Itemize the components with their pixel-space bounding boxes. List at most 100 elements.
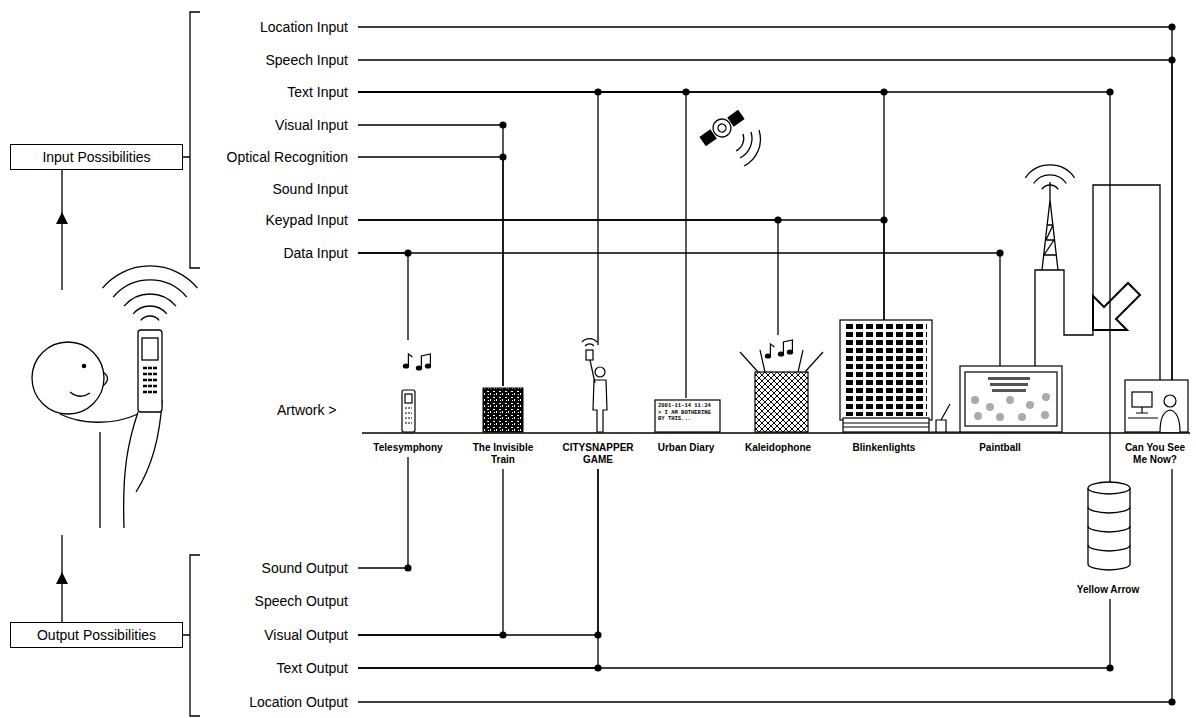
- connector-line: [358, 253, 408, 340]
- connector-line: [358, 469, 503, 635]
- junction-dot: [1168, 56, 1175, 63]
- artwork-name: Kaleidophone: [736, 442, 820, 454]
- connector-line: [358, 457, 408, 568]
- connector-line: [358, 92, 884, 320]
- artwork-name: Telesymphony: [366, 442, 450, 454]
- input-label: Optical Recognition: [227, 148, 358, 166]
- junction-dot: [594, 631, 601, 638]
- paintball-screen: [930, 366, 1062, 432]
- artwork-node: Can You See Me Now?: [1120, 380, 1190, 469]
- artwork-name: CITYSNAPPER GAME: [556, 442, 640, 466]
- junction-dot: [404, 564, 411, 571]
- input-label: Sound Input: [272, 180, 358, 198]
- junction-dot: [1106, 88, 1113, 95]
- junction-dot: [880, 88, 887, 95]
- artwork-name: Blinkenlights: [842, 442, 926, 454]
- arrow-head: [56, 212, 68, 224]
- node-text: Location Output: [249, 693, 348, 711]
- artwork-name: Urban Diary: [644, 442, 728, 454]
- junction-dot: [594, 664, 601, 671]
- category-box: Input Possibilities: [10, 144, 183, 170]
- artwork-name: Yellow Arrow: [1068, 584, 1148, 596]
- connector-line: [358, 157, 503, 386]
- node-text: Visual Input: [275, 116, 348, 134]
- arrow-sticker: [1093, 283, 1140, 330]
- output-label: Visual Output: [264, 626, 358, 644]
- arrow-head: [56, 572, 68, 584]
- artwork-node: Paintball: [958, 366, 1042, 457]
- junction-dot: [682, 88, 689, 95]
- node-text: Output Possibilities: [37, 627, 156, 643]
- output-bracket: [183, 555, 200, 716]
- output-label: Location Output: [249, 693, 358, 711]
- node-text: Input Possibilities: [42, 149, 150, 165]
- diary-screen: [655, 400, 720, 432]
- node-text: Speech Output: [255, 592, 348, 610]
- database-icon: [1088, 482, 1130, 570]
- output-label: Speech Output: [255, 592, 358, 610]
- junction-dot: [499, 631, 506, 638]
- train-screen: [483, 388, 523, 432]
- input-label: Keypad Input: [265, 211, 358, 229]
- connector-line: [358, 469, 598, 635]
- node-text: Data Input: [283, 244, 348, 262]
- connector-line: [358, 599, 1110, 668]
- player-station: [1125, 380, 1188, 432]
- axis-label: Artwork >: [277, 401, 337, 419]
- node-text: Optical Recognition: [227, 148, 348, 166]
- flow-arrow: [61, 170, 62, 290]
- node-text: Location Input: [260, 18, 348, 36]
- connector-line: [358, 92, 598, 345]
- connector-line: [358, 253, 1000, 366]
- artwork-name: Can You See Me Now?: [1120, 442, 1190, 466]
- junction-dot: [774, 216, 781, 223]
- junction-dot: [880, 216, 887, 223]
- node-text: Sound Input: [272, 180, 348, 198]
- node-text: Visual Output: [264, 626, 348, 644]
- junction-dot: [1106, 664, 1113, 671]
- junction-dot: [1168, 23, 1175, 30]
- artwork-node: The Invisible Train: [461, 386, 545, 469]
- node-text: Text Output: [276, 659, 348, 677]
- junction-dot: [404, 249, 411, 256]
- artwork-node: CITYSNAPPER GAME: [556, 345, 640, 469]
- person-figure: [32, 266, 198, 528]
- input-label: Location Input: [260, 18, 358, 36]
- artwork-node: Yellow Arrow: [1068, 482, 1148, 599]
- node-text: Text Input: [287, 83, 348, 101]
- building-facade: [840, 320, 932, 432]
- junction-dot: [594, 88, 601, 95]
- node-text: Speech Input: [265, 51, 348, 69]
- junction-dot: [499, 153, 506, 160]
- input-bracket: [183, 12, 200, 268]
- node-text: Sound Output: [262, 559, 348, 577]
- artwork-name: Paintball: [958, 442, 1042, 454]
- connector-line: [358, 60, 1172, 380]
- kaleidophone-object: [740, 340, 823, 432]
- category-box: Output Possibilities: [10, 622, 183, 648]
- input-label: Data Input: [283, 244, 358, 262]
- connector-line: [358, 469, 1172, 702]
- input-label: Speech Input: [265, 51, 358, 69]
- connector-line: [358, 220, 778, 335]
- player-figure: [582, 339, 607, 432]
- phone-icon: [402, 354, 431, 432]
- connector-line: [358, 220, 884, 320]
- input-label: Text Input: [287, 83, 358, 101]
- artwork-node: Telesymphony: [366, 340, 450, 457]
- node-text: Keypad Input: [265, 211, 348, 229]
- screen-text: 2001-11-14 11:34 > I AM BOTHERING BY THI…: [658, 403, 714, 423]
- junction-dot: [996, 249, 1003, 256]
- connector-line: [358, 469, 598, 668]
- input-label: Visual Input: [275, 116, 358, 134]
- output-label: Text Output: [276, 659, 358, 677]
- connector-line: [358, 125, 503, 386]
- output-label: Sound Output: [262, 559, 358, 577]
- satellite-icon: [698, 107, 760, 166]
- connector-line: [358, 92, 1110, 482]
- junction-dot: [1168, 698, 1175, 705]
- connector-line: [358, 92, 686, 398]
- artwork-name: The Invisible Train: [461, 442, 545, 466]
- artwork-node: Kaleidophone: [736, 335, 820, 457]
